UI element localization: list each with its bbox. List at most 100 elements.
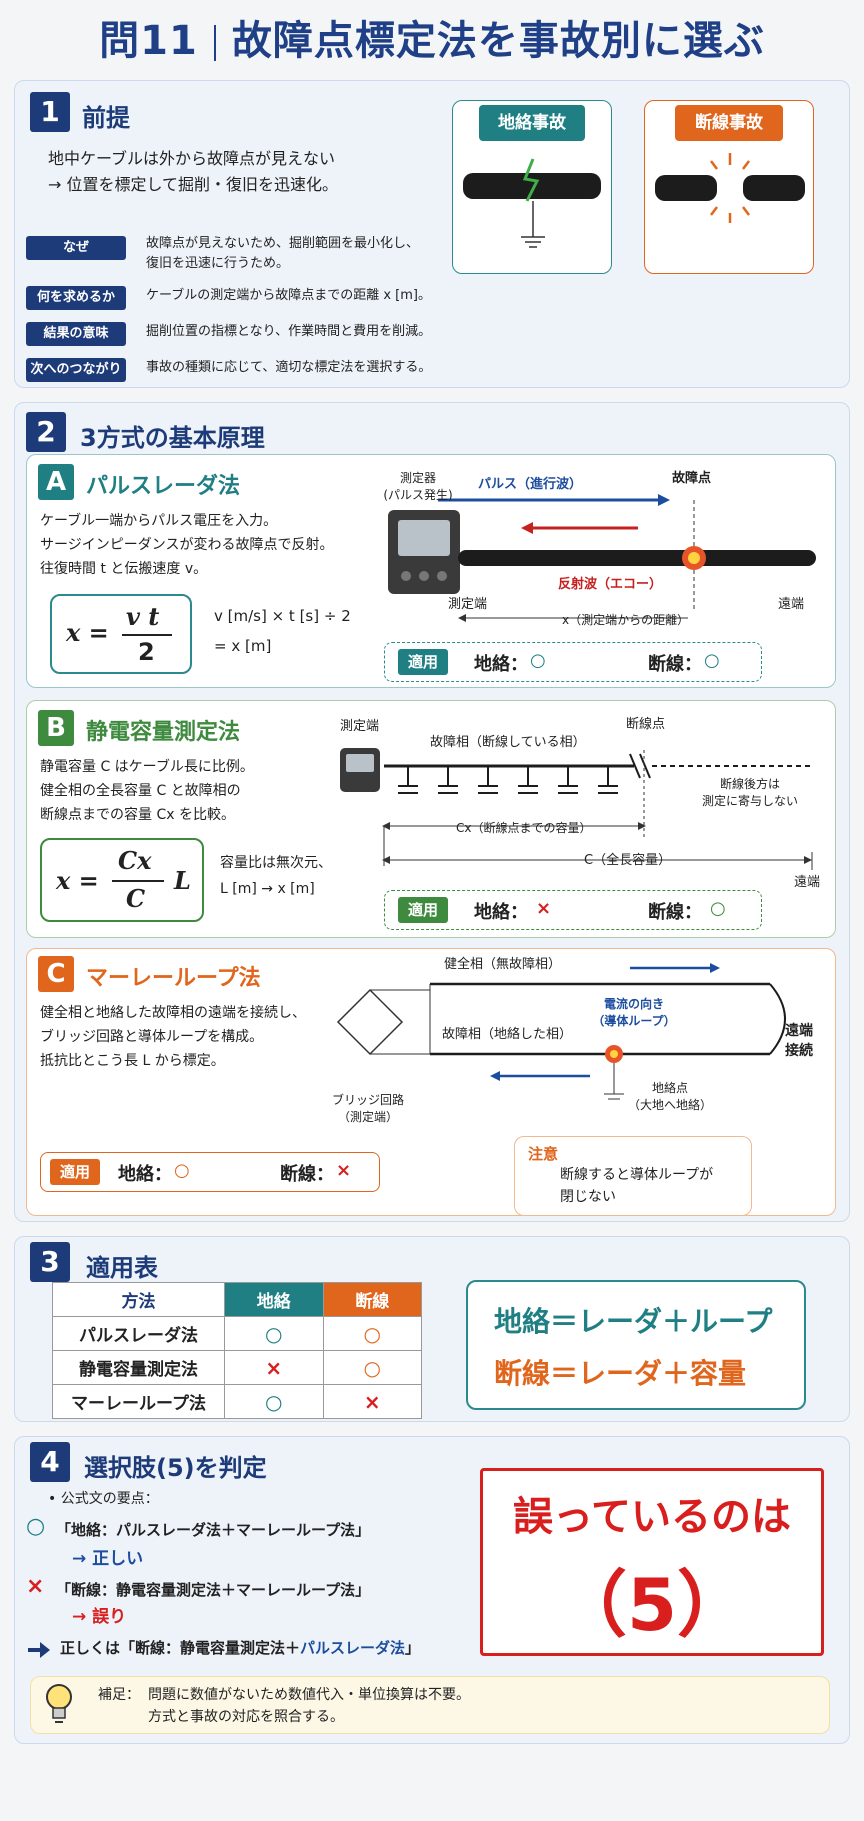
- ground-fault-card: 地絡事故: [452, 100, 612, 274]
- table-header-row: 方法 地絡 断線: [52, 1282, 422, 1317]
- far-end-connect-label-1: 遠端: [785, 1023, 813, 1039]
- premise-lead-1: 地中ケーブルは外から故障点が見えない: [48, 149, 336, 168]
- method-b-desc-1: 静電容量 C はケーブル長に比例。: [40, 759, 254, 775]
- method-c-desc-3: 抵抗比とこう長 L から標定。: [40, 1053, 225, 1069]
- row-break-mark: ○: [322, 1316, 422, 1351]
- formula-b-tail: L: [174, 866, 191, 895]
- note-text-1: 問題に数値がないため数値代入・単位換算は不要。: [148, 1687, 470, 1703]
- method-b-ground-mark: ×: [536, 898, 552, 919]
- far-end-label-b: 遠端: [794, 875, 821, 890]
- line3-text: 正しくは「断線：静電容量測定法＋パルスレーダ法」: [60, 1636, 420, 1660]
- formula-a-lhs: x =: [66, 618, 109, 647]
- page-title: 問11 故障点標定法を事故別に選ぶ: [0, 8, 864, 68]
- line3-suffix: 」: [405, 1639, 421, 1657]
- pulse-radar-diagram: [388, 494, 816, 622]
- method-a-desc-3: 往復時間 t と伝搬速度 v。: [40, 561, 208, 577]
- tag-next: 次へのつながり: [26, 358, 126, 382]
- method-c-ground-mark: ○: [174, 1160, 190, 1181]
- line1-result: → 正しい: [72, 1549, 144, 1569]
- summary-box: [466, 1280, 806, 1410]
- method-a-letter: A: [38, 464, 74, 500]
- method-b-note-1: 容量比は無次元、: [220, 855, 332, 871]
- table-row: マーレーループ法 ○ ×: [52, 1384, 422, 1419]
- method-a-apply-badge: 適用: [398, 649, 449, 675]
- method-a-ground-mark: ○: [530, 650, 546, 671]
- bridge-label: ブリッジ回路（測定端）: [318, 1092, 418, 1126]
- method-a-break-mark: ○: [704, 650, 720, 671]
- row-method: 静電容量測定法: [52, 1350, 225, 1385]
- meter-label-1: 測定器: [399, 471, 436, 485]
- current-direction-label: 電流の向き（導体ループ）: [584, 996, 684, 1030]
- title-text: 故障点標定法を事故別に選ぶ: [231, 18, 765, 64]
- method-a-desc-1: ケーブル一端からパルス電圧を入力。: [40, 513, 278, 529]
- method-b-desc-2: 健全相の全長容量 C と故障相の: [40, 783, 241, 799]
- note-label: 補足：: [98, 1687, 140, 1703]
- question-number: 問11: [99, 18, 198, 64]
- after-break-note: 断線後方は測定に寄与しない: [680, 776, 820, 810]
- far-end-label-a: 遠端: [778, 597, 805, 612]
- arrow-right-icon: [28, 1642, 50, 1658]
- table-row: 静電容量測定法 × ○: [52, 1350, 422, 1385]
- answer-text: 誤っているのは: [513, 1494, 791, 1540]
- pulse-label: パルス（進行波）: [478, 477, 583, 492]
- header-method: 方法: [52, 1282, 225, 1317]
- section-number-2: 2: [26, 412, 66, 452]
- row-break-mark: ○: [322, 1350, 422, 1385]
- formula-b-numerator: Cx: [118, 846, 152, 875]
- line2-text: 「断線：静電容量測定法＋マーレーループ法」: [56, 1581, 371, 1599]
- row-ground-mark: ○: [224, 1316, 324, 1351]
- bridge-label-1: ブリッジ回路: [331, 1093, 404, 1107]
- after-break-note-2: 測定に寄与しない: [701, 793, 798, 808]
- method-b-desc-3: 断線点までの容量 Cx を比較。: [40, 807, 235, 823]
- line1-mark: ○: [26, 1514, 46, 1539]
- method-b-break-label: 断線：: [648, 902, 702, 923]
- note-box: [30, 1676, 830, 1734]
- break-fault-icon: [655, 153, 805, 223]
- meter-label-2: (パルス発生): [383, 487, 453, 502]
- caution-title: 注意: [528, 1145, 559, 1163]
- next-text: 事故の種類に応じて、適切な標定法を選択する。: [146, 360, 432, 375]
- method-c-break-label: 断線：: [280, 1164, 334, 1185]
- caution-text-1: 断線すると導体ループが: [560, 1167, 714, 1183]
- method-c-break-mark: ×: [336, 1160, 352, 1181]
- line3-prefix: 正しくは「断線：静電容量測定法＋: [60, 1639, 301, 1657]
- method-a-note-1: v [m/s] × t [s] ÷ 2: [214, 607, 351, 625]
- reflect-label: 反射波（エコー）: [558, 577, 663, 592]
- method-b-title: 静電容量測定法: [86, 720, 241, 745]
- far-end-connect-label-2: 接続: [785, 1042, 813, 1059]
- current-direction-label-1: 電流の向き: [603, 997, 664, 1011]
- meter-label: 測定器 (パルス発生): [378, 470, 458, 504]
- method-c-ground-label: 地絡：: [118, 1164, 172, 1185]
- what-text: ケーブルの測定端から故障点までの距離 x [m]。: [146, 288, 431, 303]
- tag-what: 何を求めるか: [26, 286, 126, 310]
- meas-end-label-a: 測定端: [448, 597, 488, 612]
- answer-number: （5）: [554, 1563, 750, 1647]
- section-heading-4: 選択肢(5)を判定: [84, 1454, 267, 1482]
- method-b-apply-badge: 適用: [398, 897, 449, 923]
- ground-point-label-2: （大地へ地絡）: [627, 1097, 712, 1112]
- murray-loop-diagram: [336, 963, 786, 1100]
- c-total-label: C（全長容量）: [584, 853, 672, 868]
- cx-label: Cx（断線点までの容量）: [456, 821, 592, 835]
- method-c-letter: C: [38, 956, 74, 992]
- method-a-break-label: 断線：: [648, 654, 702, 675]
- section-number-3: 3: [30, 1242, 70, 1282]
- header-break: 断線: [322, 1282, 422, 1317]
- ground-fault-title: 地絡事故: [479, 105, 585, 141]
- summary-ground: 地絡＝レーダ＋ループ: [494, 1305, 773, 1338]
- method-c-apply-badge: 適用: [50, 1159, 101, 1185]
- method-a-formula: x = v t 2: [50, 594, 192, 674]
- faulty-phase-label-b: 故障相（断線している相）: [430, 735, 586, 750]
- row-method: マーレーループ法: [52, 1384, 225, 1419]
- result-text: 掘削位置の指標となり、作業時間と費用を削減。: [146, 324, 432, 339]
- formula-b-fraction-line: [112, 880, 164, 882]
- formula-b-lhs: x =: [56, 866, 99, 895]
- formula-a-numerator: v t: [126, 602, 160, 631]
- capacitance-diagram: [340, 748, 813, 870]
- meas-end-label-b: 測定端: [340, 719, 380, 734]
- line3-highlight: パルスレーダ法: [300, 1639, 406, 1657]
- caution-text-2: 閉じない: [560, 1189, 616, 1205]
- caution-box: [514, 1136, 752, 1216]
- answer-box: [480, 1468, 824, 1656]
- why-text-1: 故障点が見えないため、掘削範囲を最小化し、: [146, 236, 420, 251]
